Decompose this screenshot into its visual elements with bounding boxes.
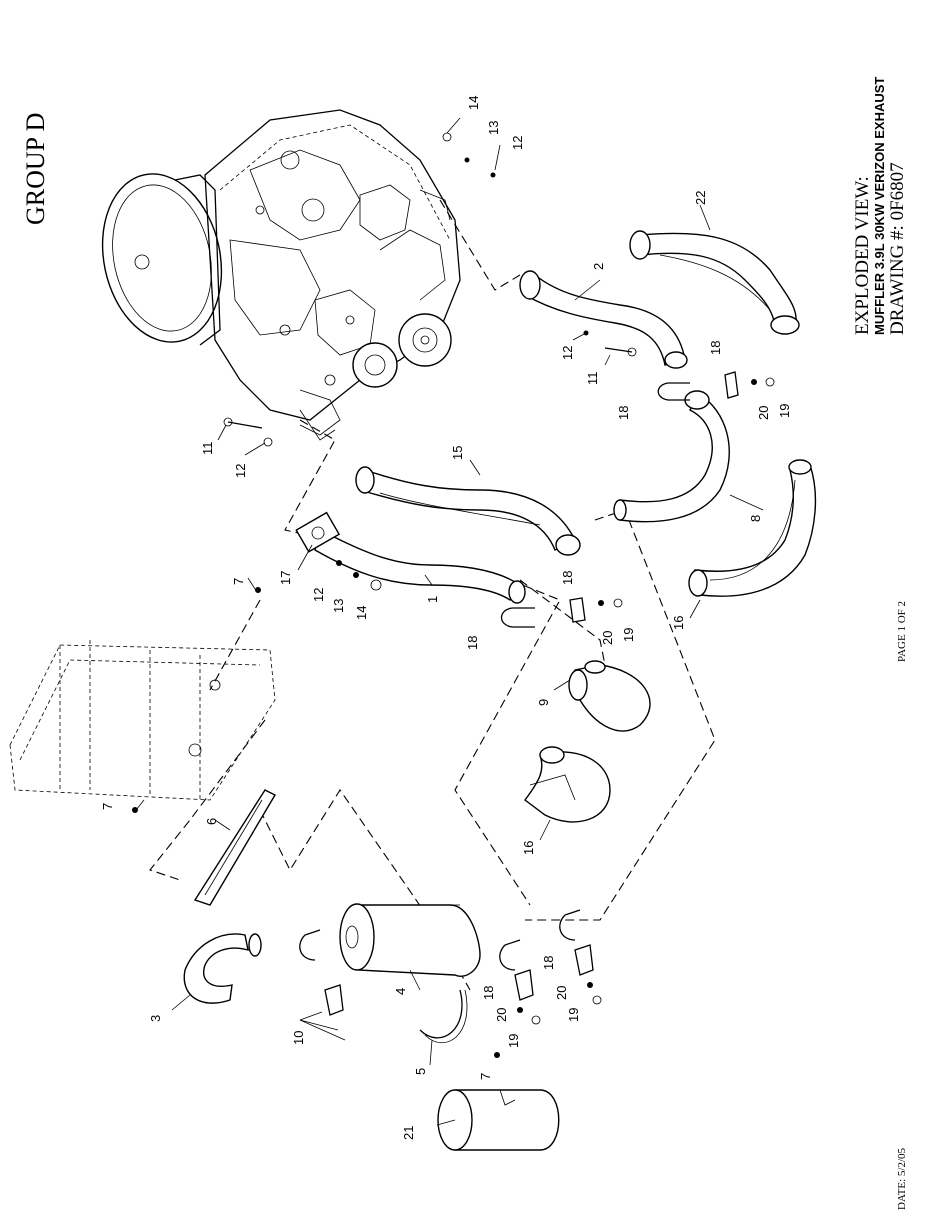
callout-15: 15	[450, 446, 465, 460]
page-number: PAGE 1 OF 2	[896, 601, 908, 662]
title-block: EXPLODED VIEW: MUFFLER 3.9L 30KW VERIZON…	[852, 77, 908, 335]
callout-18: 18	[708, 341, 723, 355]
callout-20: 20	[494, 1008, 509, 1022]
callout-18: 18	[560, 571, 575, 585]
drawing-date: DATE: 5/2/05	[896, 1147, 908, 1210]
part-9-elbow	[569, 661, 650, 731]
callout-12: 12	[510, 136, 525, 150]
callout-20: 20	[756, 406, 771, 420]
callout-2: 2	[591, 263, 606, 270]
callout-20: 20	[600, 631, 615, 645]
part-15-exhaust-pipe	[356, 467, 580, 555]
part-3-elbow	[184, 934, 261, 1003]
engine-assembly	[88, 110, 460, 440]
frame-reference	[10, 640, 275, 800]
callout-13: 13	[331, 599, 346, 613]
callout-16: 16	[671, 616, 686, 630]
callout-3: 3	[148, 1015, 163, 1022]
callout-18: 18	[465, 636, 480, 650]
callout-19: 19	[621, 628, 636, 642]
callout-7: 7	[231, 578, 246, 585]
callout-11: 11	[585, 372, 600, 386]
callout-7: 7	[478, 1073, 493, 1080]
group-title: GROUP D	[21, 113, 50, 225]
callout-19: 19	[566, 1008, 581, 1022]
callout-19: 19	[506, 1034, 521, 1048]
callout-19: 19	[777, 404, 792, 418]
part-2-flange-pipe	[520, 271, 687, 368]
callout-20: 20	[554, 986, 569, 1000]
callout-5: 5	[413, 1068, 428, 1075]
part-21-sleeve	[438, 1090, 559, 1150]
callout-9: 9	[536, 699, 551, 706]
callout-12: 12	[560, 346, 575, 360]
title-line-1: EXPLODED VIEW:	[852, 176, 873, 335]
part-5-strap	[420, 990, 467, 1043]
callout-10: 10	[291, 1031, 306, 1045]
callout-22: 22	[693, 191, 708, 205]
callout-18: 18	[616, 406, 631, 420]
callout-6: 6	[204, 818, 219, 825]
callout-7: 7	[100, 803, 115, 810]
callout-11: 11	[200, 442, 215, 456]
callout-12: 12	[311, 588, 326, 602]
part-8-bent-pipe	[614, 391, 729, 522]
callout-17: 17	[278, 571, 293, 585]
callout-18: 18	[481, 986, 496, 1000]
callout-14: 14	[466, 96, 481, 110]
part-1-exhaust-pipe	[296, 513, 525, 603]
title-line-3: DRAWING #: 0F6807	[887, 162, 908, 335]
callout-8: 8	[748, 515, 763, 522]
title-line-2: MUFFLER 3.9L 30KW VERIZON EXHAUST	[872, 77, 887, 335]
part-16-elbow	[525, 747, 610, 822]
part-4-muffler	[340, 904, 480, 976]
callout-18: 18	[541, 956, 556, 970]
part-6-bracket	[195, 790, 275, 905]
callout-12: 12	[233, 464, 248, 478]
callout-4: 4	[393, 988, 408, 995]
callout-1: 1	[425, 596, 440, 603]
callout-14: 14	[354, 606, 369, 620]
callout-16: 16	[521, 841, 536, 855]
callout-13: 13	[486, 121, 501, 135]
callout-21: 21	[401, 1126, 416, 1140]
